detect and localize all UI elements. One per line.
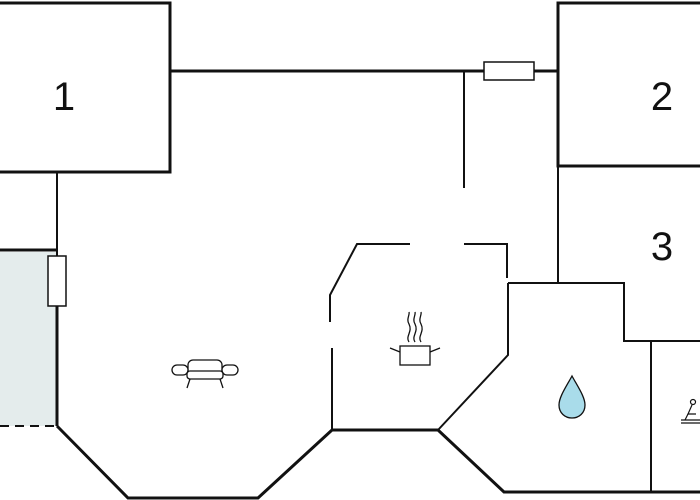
water-drop-icon: [558, 374, 586, 419]
windows: [47, 61, 535, 307]
walls: [55, 69, 700, 500]
window-left: [47, 255, 67, 307]
room-2: 2: [556, 1, 700, 168]
sofa-icon: [171, 359, 239, 389]
sauna-icon: [681, 398, 700, 424]
cooking-pot-icon: [389, 311, 441, 366]
room-3-label: 3: [651, 225, 673, 269]
room-3: 3: [557, 166, 673, 283]
terrace-area: [0, 248, 57, 427]
window-top: [483, 61, 535, 81]
room-2-label: 2: [651, 75, 673, 119]
room-1-label: 1: [53, 75, 75, 119]
room-1: 1: [0, 1, 172, 174]
